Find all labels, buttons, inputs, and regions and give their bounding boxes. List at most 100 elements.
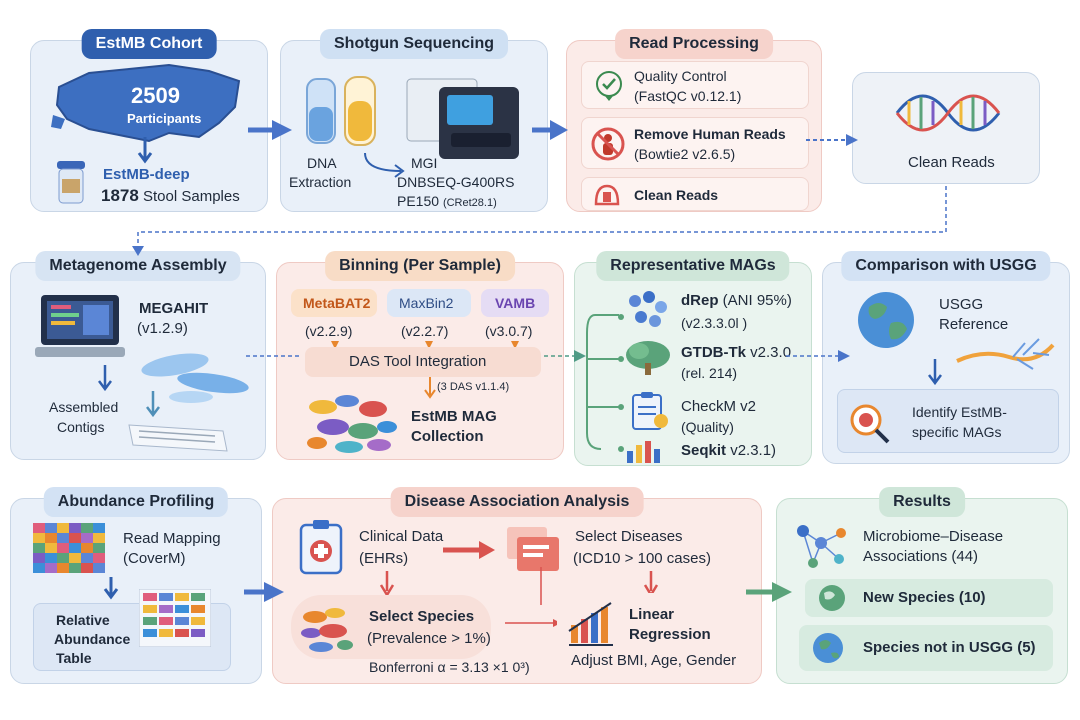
remove-human-line2: (Bowtie2 v2.6.5) [634, 146, 736, 162]
read-mapping-line2: (CoverM) [123, 550, 186, 567]
seqkit-line: Seqkit v2.3.1) [681, 442, 777, 459]
quality-control-step: Quality Control (FastQC v0.12.1) [581, 61, 809, 109]
results-title: Results [879, 487, 965, 517]
metabat2-chip: MetaBAT2 [291, 289, 377, 317]
abundance-table-icon [139, 589, 211, 647]
linear-regression-box: Linear Regression [557, 593, 753, 655]
remove-human-reads-step: Remove Human Reads (Bowtie2 v2.6.5) [581, 117, 809, 169]
elbow-arrow-icon [505, 567, 561, 627]
identify-line1: Identify EstMB- [912, 404, 1007, 420]
abundance-profiling-panel: Abundance Profiling Read Mapping (CoverM… [10, 487, 262, 684]
stool-samples-line: 1878 Stool Samples [101, 186, 240, 207]
clinical-data-line2: (EHRs) [359, 550, 409, 567]
estmb-cohort-title: EstMB Cohort [81, 29, 217, 59]
not-in-usgg-box: Species not in USGG (5) [799, 625, 1053, 671]
down-arrow-icon [424, 377, 436, 399]
branch-connector [586, 314, 624, 452]
mag-collection-line2: Collection [411, 428, 484, 445]
bonferroni-text: Bonferroni α = 3.13 ×1 0³) [369, 659, 530, 675]
binning-title: Binning (Per Sample) [325, 251, 515, 281]
drep-line2: (v2.3.3.0l ) [681, 315, 748, 331]
select-diseases-line2: (ICD10 > 100 cases) [573, 550, 711, 567]
contig-document-icon [128, 424, 228, 452]
samples-label: Stool Samples [143, 188, 240, 205]
megahit-line1: MEGAHIT [139, 300, 209, 317]
clinical-data-line1: Clinical Data [359, 528, 444, 545]
dna-extraction-line2: Extraction [289, 174, 352, 190]
shotgun-sequencing-title: Shotgun Sequencing [320, 29, 508, 59]
megahit-line2: (v1.2.9) [137, 320, 188, 337]
results-panel: Results Microbiome–Disease Associations … [776, 487, 1068, 684]
clean-reads-step: Clean Reads [581, 177, 809, 211]
representative-mags-panel: Representative MAGs dRep (ANI 95%) (v2.3… [574, 251, 812, 466]
globe-icon [858, 292, 914, 348]
metabat2-version: (v2.2.9) [305, 323, 353, 339]
new-species-box: New Species (10) [805, 579, 1053, 617]
identify-line2: specific MAGs [912, 424, 1002, 440]
vamb-chip: VAMB [481, 289, 549, 317]
clean-reads-panel: Clean Reads [852, 72, 1040, 184]
network-icon [797, 525, 846, 568]
shotgun-sequencing-panel: Shotgun Sequencing DNA Extraction MGI DN… [280, 29, 548, 212]
species-cluster-icon [301, 608, 353, 652]
contigs-fragments-icon [141, 353, 249, 403]
drep-line1: dRep (ANI 95%) [681, 292, 792, 309]
table-line2: Abundance [54, 631, 131, 647]
heatmap-icon [33, 523, 105, 573]
usgg-ref-line2: Reference [939, 316, 1009, 333]
usgg-ref-line1: USGG [939, 296, 984, 313]
metagenome-assembly-panel: Metagenome Assembly MEGAHIT (v1.2.9) Ass… [10, 251, 266, 460]
cluster-icon [629, 291, 667, 327]
bacteria-strand-icon [956, 338, 1055, 370]
linear-regression-line2: Regression [629, 626, 711, 643]
new-species-globe-icon [819, 585, 845, 611]
metagenome-assembly-title: Metagenome Assembly [35, 251, 241, 281]
no-human-icon [591, 127, 625, 161]
identify-specific-mags-box: Identify EstMB- specific MAGs [837, 389, 1059, 453]
down-arrow-icon [928, 359, 942, 386]
mgi-line1: MGI [411, 155, 438, 171]
table-line3: Table [56, 650, 92, 666]
abundance-profiling-title: Abundance Profiling [43, 487, 229, 517]
mag-collection-line1: EstMB MAG [411, 408, 497, 425]
das-version: (3 DAS v1.1.4) [437, 381, 510, 393]
maxbin2-version: (v2.2.7) [401, 323, 449, 339]
maxbin2-chip: MaxBin2 [387, 289, 471, 317]
remove-human-line1: Remove Human Reads [634, 126, 786, 142]
adjust-covariates-text: Adjust BMI, Age, Gender [571, 652, 737, 669]
check-circle-icon [596, 71, 622, 101]
participants-label: Participants [127, 111, 202, 126]
quality-control-line2: (FastQC v0.12.1) [634, 88, 742, 104]
das-tool-box: DAS Tool Integration [305, 347, 541, 377]
binning-panel: Binning (Per Sample) MetaBAT2 MaxBin2 VA… [276, 251, 564, 460]
new-species-label: New Species (10) [863, 589, 986, 606]
select-species-line2: (Prevalence > 1%) [367, 630, 491, 647]
samples-count: 1878 [101, 186, 139, 205]
bar-chart-icon [627, 441, 660, 463]
read-processing-title: Read Processing [615, 29, 773, 59]
table-line1: Relative [56, 612, 110, 628]
assembled-contigs-line2: Contigs [57, 419, 105, 435]
read-processing-panel: Read Processing Quality Control (FastQC … [566, 29, 822, 212]
participants-count: 2509 [131, 83, 180, 108]
select-species-box: Select Species (Prevalence > 1%) [291, 595, 491, 659]
down-arrow-icon [137, 137, 153, 164]
dna-tubes-icon [306, 76, 376, 146]
checkm-line1: CheckM v2 [681, 398, 757, 415]
disease-association-panel: Disease Association Analysis Clinical Da… [272, 487, 762, 684]
assembled-contigs-line1: Assembled [49, 399, 119, 415]
clean-reads-step-label: Clean Reads [634, 187, 719, 203]
clinical-clipboard-icon [299, 520, 343, 575]
estonia-map-icon [51, 63, 241, 143]
vamb-version: (v3.0.7) [485, 323, 533, 339]
quality-control-line1: Quality Control [634, 68, 727, 84]
sample-tube-icon [57, 161, 85, 204]
checkm-line2: (Quality) [681, 419, 734, 435]
magnifier-icon [850, 404, 890, 444]
down-arrow-icon [103, 577, 119, 600]
associations-line1: Microbiome–Disease [863, 528, 1004, 545]
mag-collection-icon [307, 395, 397, 453]
clipboard-icon [632, 392, 668, 430]
regression-chart-icon [568, 602, 613, 646]
estmb-deep-label: EstMB-deep [103, 166, 190, 183]
